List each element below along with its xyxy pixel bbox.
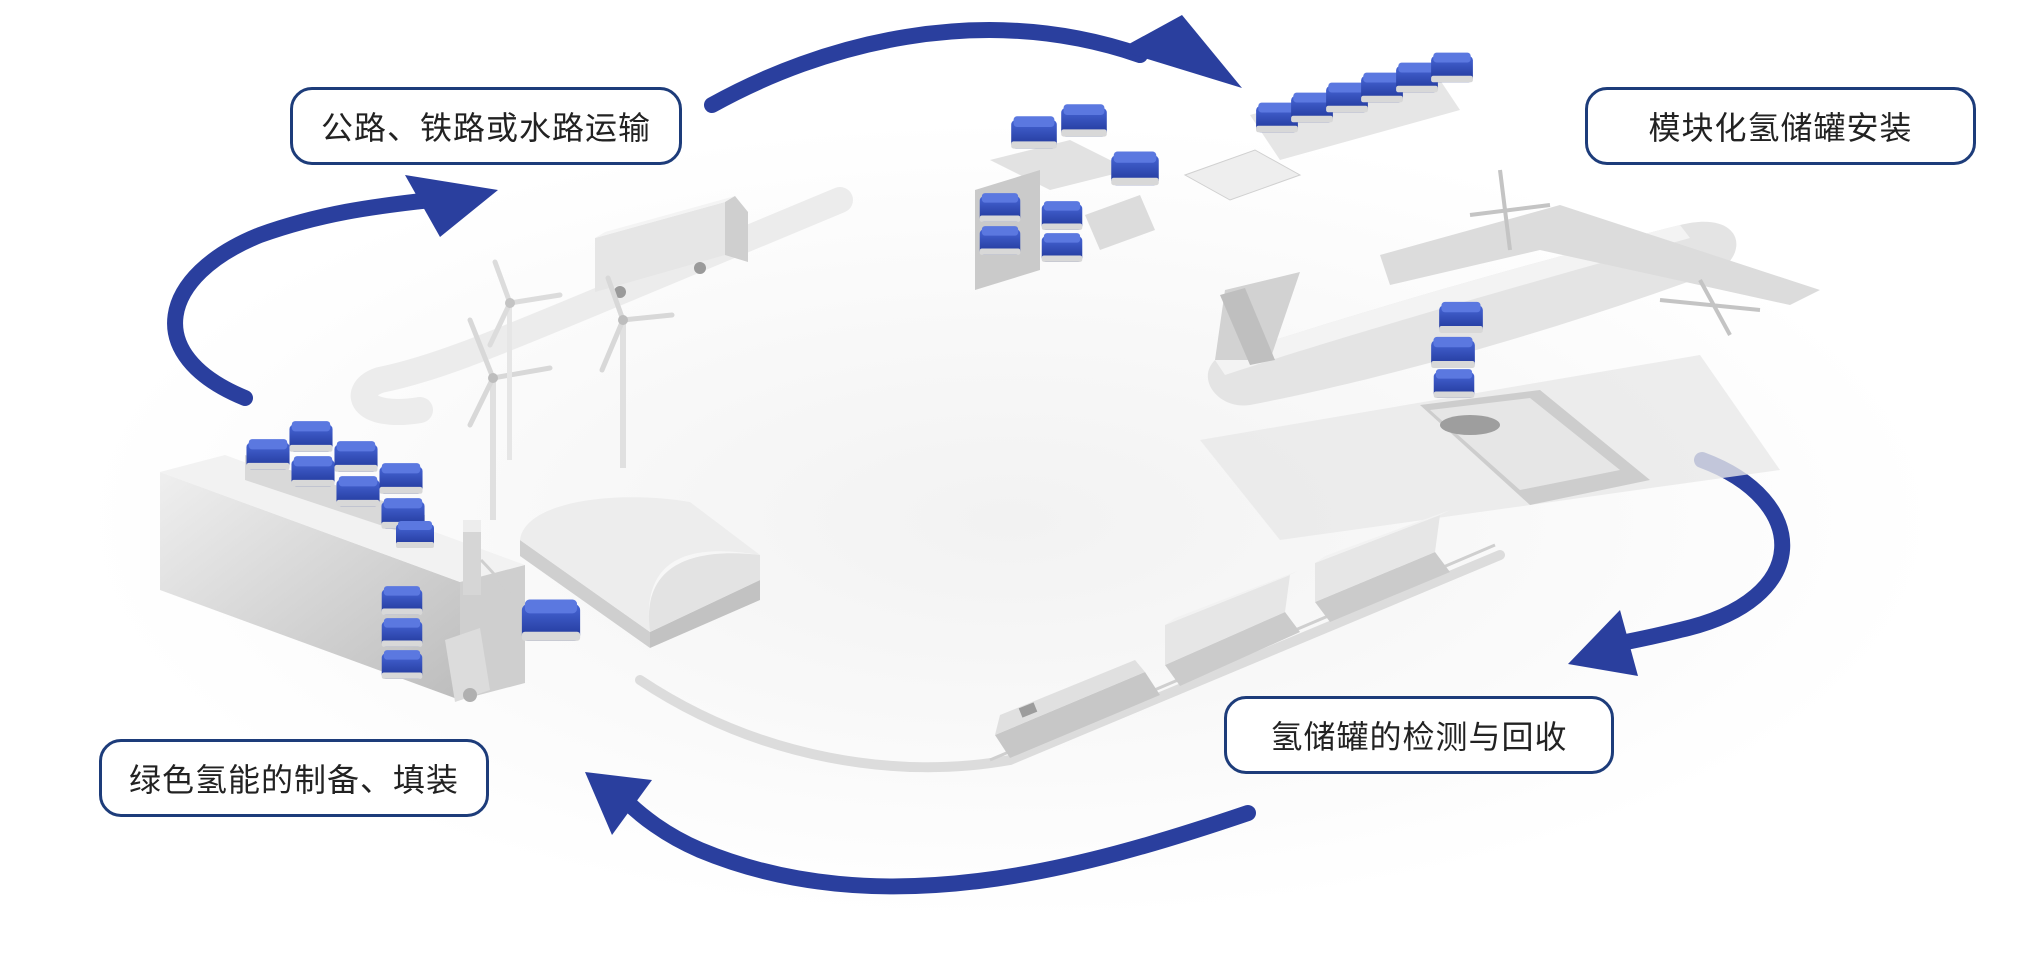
freight-train-icon [989,510,1496,762]
hangar-icon [520,497,760,648]
hydrogen-tank-icon [1111,151,1159,186]
hydrogen-tank-icon [1433,369,1475,398]
hydrogen-tank-icon [1431,336,1475,368]
arrow-head [405,175,498,237]
arrow-head [1118,15,1242,88]
wind-turbine-icon [487,259,563,460]
hydrogen-tank-icon [979,226,1021,255]
hydrogen-tank-icon [1431,52,1473,83]
tank-pallet-stack [245,421,434,548]
step-inspect-label: 氢储罐的检测与回收 [1224,696,1614,774]
hydrogen-tank-icon [291,456,335,487]
wind-turbines [467,259,675,520]
hydrogen-tank-icon [979,193,1021,222]
hydrogen-tank-icon [1041,233,1083,262]
hydrogen-tank-icon [396,521,434,548]
curved-arrow-icon [167,192,438,406]
step-transport-label: 公路、铁路或水路运输 [290,87,682,165]
step-install-label: 模块化氢储罐安装 [1585,87,1976,165]
container-truck [160,455,525,702]
tank-stack-truck [381,586,423,679]
propeller-aircraft-icon [1200,169,1820,540]
arrow-head [1568,610,1638,676]
hydrogen-dispenser [463,520,581,641]
hydrogen-tank-icon [334,441,378,472]
arrow-head [585,772,652,835]
hydrogen-tank-icon [1439,301,1483,333]
wind-turbine-icon [467,317,553,520]
step-produce-label: 绿色氢能的制备、填装 [99,739,489,817]
curved-arrow-icon [704,22,1148,113]
hydrogen-tank-icon [521,599,581,641]
hydrogen-tank-icon [336,476,380,507]
curved-arrow-icon [617,792,1256,895]
flow-arrows [167,15,1791,895]
hydrogen-tank-icon [289,421,333,452]
hydrogen-tank-icon [379,463,423,494]
truck-icon [595,196,748,298]
hydrogen-tank-icon [246,439,290,470]
hydrogen-tank-icon [1041,201,1083,230]
hydrogen-tank-icon [1011,116,1057,149]
wind-turbine-icon [599,275,675,468]
road-network [350,187,1505,773]
hydrogen-tank-icon [1061,104,1107,137]
